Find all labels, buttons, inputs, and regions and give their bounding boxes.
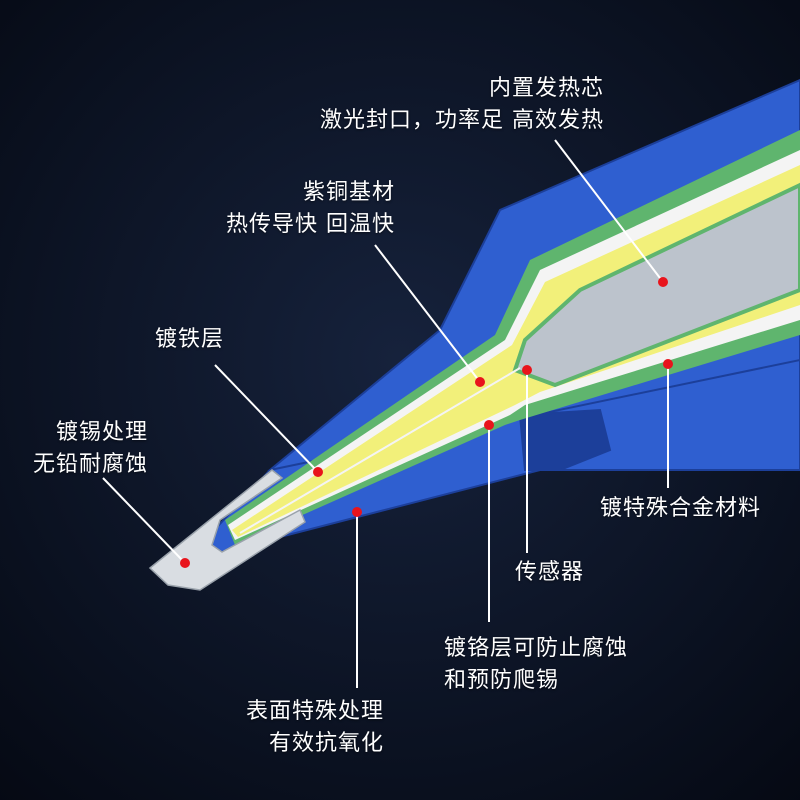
callout-surface-treatment-line2: 有效抗氧化: [268, 731, 384, 756]
marker-alloy-plating: [663, 359, 673, 369]
callout-tin-plating: 镀锡处理 无铅耐腐蚀: [33, 417, 148, 481]
callout-copper-base-line1: 紫铜基材: [302, 180, 395, 205]
leader-heating-core: [554, 139, 664, 283]
callout-sensor: 传感器: [515, 557, 584, 589]
callout-alloy-plating: 镀特殊合金材料: [600, 493, 761, 525]
callout-heating-core-line1: 内置发热芯: [488, 76, 604, 101]
leader-lines: [102, 139, 669, 688]
leader-copper-base: [374, 244, 481, 383]
callout-alloy-plating-line1: 镀特殊合金材料: [600, 496, 762, 521]
callout-iron-plating-line1: 镀铁层: [155, 327, 225, 352]
marker-copper-base: [475, 377, 485, 387]
callout-chrome-layer-line1: 镀铬层可防止腐蚀: [444, 636, 629, 661]
callout-heating-core: 内置发热芯 激光封口，功率足 高效发热: [320, 73, 604, 137]
callout-tin-plating-line1: 镀锡处理: [55, 420, 148, 445]
sensor-line: [239, 367, 521, 534]
marker-sensor: [522, 365, 532, 375]
red-markers: [180, 277, 673, 568]
callout-copper-base: 紫铜基材 热传导快 回温快: [226, 177, 395, 241]
callout-surface-treatment: 表面特殊处理 有效抗氧化: [246, 696, 384, 760]
marker-tin-plating: [180, 558, 190, 568]
leader-iron-plating: [214, 364, 319, 473]
marker-heating-core: [658, 277, 668, 287]
callout-chrome-layer-line2: 和预防爬锡: [444, 668, 560, 693]
marker-iron-plating: [313, 467, 323, 477]
callout-chrome-layer: 镀铬层可防止腐蚀 和预防爬锡: [444, 633, 628, 697]
callout-tin-plating-line2: 无铅耐腐蚀: [32, 452, 148, 477]
leader-tin-plating: [102, 477, 186, 564]
callout-iron-plating: 镀铁层: [155, 324, 224, 356]
marker-chrome-layer: [484, 420, 494, 430]
callout-sensor-line1: 传感器: [515, 560, 585, 585]
callout-copper-base-line2: 热传导快 回温快: [226, 212, 395, 237]
marker-surface-treatment: [352, 507, 362, 517]
outer-blue-underside: [518, 408, 612, 471]
callout-heating-core-line2: 激光封口，功率足 高效发热: [320, 108, 604, 133]
callout-surface-treatment-line1: 表面特殊处理: [245, 699, 384, 724]
